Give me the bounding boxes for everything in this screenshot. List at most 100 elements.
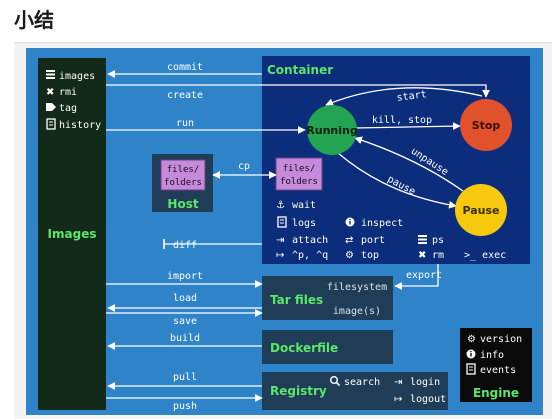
- diff-label: diff: [173, 240, 197, 251]
- command-logs[interactable]: logs: [277, 216, 316, 229]
- save-label: save: [173, 316, 197, 327]
- host-panel-title: Host: [167, 197, 198, 211]
- registry-search[interactable]: search: [330, 376, 380, 388]
- engine-info[interactable]: info: [466, 349, 505, 362]
- command-detach[interactable]: ↦ ^p, ^q: [276, 250, 328, 261]
- command-attach[interactable]: ⇥ attach: [276, 235, 328, 246]
- images-item-tag[interactable]: tag: [46, 103, 77, 114]
- command-label: logs: [292, 218, 316, 229]
- pull-label: pull: [173, 372, 197, 383]
- document-icon: [46, 118, 56, 130]
- images-item-images[interactable]: images: [46, 70, 95, 82]
- registry-item-label: login: [410, 377, 440, 388]
- list-icon: [46, 70, 55, 79]
- tag-icon: [46, 103, 56, 111]
- engine-item-label: version: [480, 334, 522, 345]
- gear-icon: ⚙: [467, 334, 476, 345]
- pause-label: Pause: [462, 204, 499, 217]
- page-heading: 小结: [14, 8, 54, 32]
- engine-item-label: info: [480, 350, 504, 361]
- login-icon: ⇥: [394, 377, 402, 388]
- command-rm[interactable]: ✖ rm: [418, 250, 444, 261]
- cross-icon: ✖: [46, 87, 54, 98]
- import-label: import: [167, 271, 203, 282]
- tar-files-panel: [262, 276, 393, 320]
- logout-icon: ↦: [394, 394, 402, 405]
- engine-panel: [460, 328, 532, 402]
- command-inspect[interactable]: inspect: [345, 217, 404, 230]
- kill-stop-label: kill, stop: [372, 115, 432, 126]
- start-transition-arrow: [325, 87, 483, 106]
- tar-filesystem-label: filesystem: [327, 282, 387, 293]
- registry-title: Registry: [270, 384, 327, 398]
- push-label: push: [173, 401, 197, 412]
- files-line-1: files/: [167, 165, 200, 175]
- command-exec[interactable]: >_ exec: [464, 250, 506, 261]
- registry-item-label: search: [344, 377, 380, 388]
- registry-item-label: logout: [410, 394, 446, 405]
- command-ps[interactable]: ps: [418, 235, 444, 246]
- command-label: ^p, ^q: [292, 250, 328, 261]
- create-arrow: [106, 84, 490, 98]
- registry-panel: [262, 372, 448, 410]
- images-panel-title: Images: [48, 227, 97, 241]
- create-label: create: [167, 90, 203, 101]
- kill-stop-transition-arrow: [354, 122, 461, 131]
- images-item-rmi[interactable]: ✖ rmi: [46, 87, 77, 98]
- images-panel: [38, 58, 106, 410]
- running-label: Running: [306, 124, 357, 137]
- images-item-label: images: [59, 71, 95, 82]
- info-icon: [466, 349, 476, 359]
- pause-state: Pause: [455, 184, 507, 236]
- running-state: Running: [306, 105, 358, 155]
- document-icon: [466, 363, 476, 375]
- run-label: run: [176, 118, 194, 129]
- commit-label: commit: [167, 62, 203, 73]
- list-icon: [418, 235, 427, 244]
- images-item-history[interactable]: history: [46, 118, 101, 131]
- load-label: load: [173, 293, 197, 304]
- diagram-svg: images ✖ rmi tag history Images Containe…: [38, 56, 532, 412]
- dockerfile-panel: [262, 330, 393, 364]
- files-line-2: folders: [280, 177, 318, 187]
- attach-icon: ⇥: [276, 235, 284, 246]
- cross-icon: ✖: [418, 250, 426, 261]
- command-label: >_ exec: [464, 250, 506, 261]
- export-label: export: [406, 270, 442, 281]
- anchor-icon: ⚓: [276, 200, 285, 211]
- command-label: rm: [432, 250, 444, 261]
- images-item-label: history: [59, 120, 101, 131]
- stop-state: Stop: [460, 99, 512, 151]
- tar-files-title: Tar files: [270, 293, 323, 307]
- command-label: attach: [292, 235, 328, 246]
- engine-title: Engine: [473, 386, 519, 400]
- document-icon: [277, 216, 287, 228]
- exchange-icon: ⇄: [345, 235, 353, 246]
- export-arrow: [394, 264, 439, 290]
- files-line-1: files/: [283, 164, 316, 174]
- cp-label: cp: [238, 161, 250, 172]
- host-files-folders: files/ folders: [160, 159, 206, 191]
- registry-login[interactable]: ⇥ login: [394, 377, 440, 388]
- files-line-2: folders: [164, 178, 202, 188]
- detach-icon: ↦: [276, 250, 284, 261]
- tar-images-label: image(s): [333, 306, 381, 317]
- search-icon: [330, 376, 341, 387]
- unpause-transition-arrow: [354, 136, 464, 192]
- images-item-label: tag: [59, 103, 77, 114]
- engine-events[interactable]: events: [466, 363, 516, 376]
- cogs-icon: ⚙: [345, 250, 354, 261]
- command-top[interactable]: ⚙ top: [345, 250, 379, 261]
- images-item-label: rmi: [59, 87, 77, 98]
- container-panel-title: Container: [267, 63, 333, 77]
- command-port[interactable]: ⇄ port: [345, 235, 385, 246]
- info-icon: [345, 217, 355, 227]
- engine-version[interactable]: ⚙ version: [467, 334, 522, 345]
- command-label: port: [361, 235, 385, 246]
- docker-command-diagram: images ✖ rmi tag history Images Containe…: [26, 48, 543, 415]
- registry-logout[interactable]: ↦ logout: [394, 394, 446, 405]
- stop-label: Stop: [472, 119, 501, 132]
- container-files-folders: files/ folders: [275, 157, 323, 191]
- command-wait[interactable]: ⚓ wait: [276, 200, 316, 211]
- pause-transition-arrow: [337, 152, 457, 209]
